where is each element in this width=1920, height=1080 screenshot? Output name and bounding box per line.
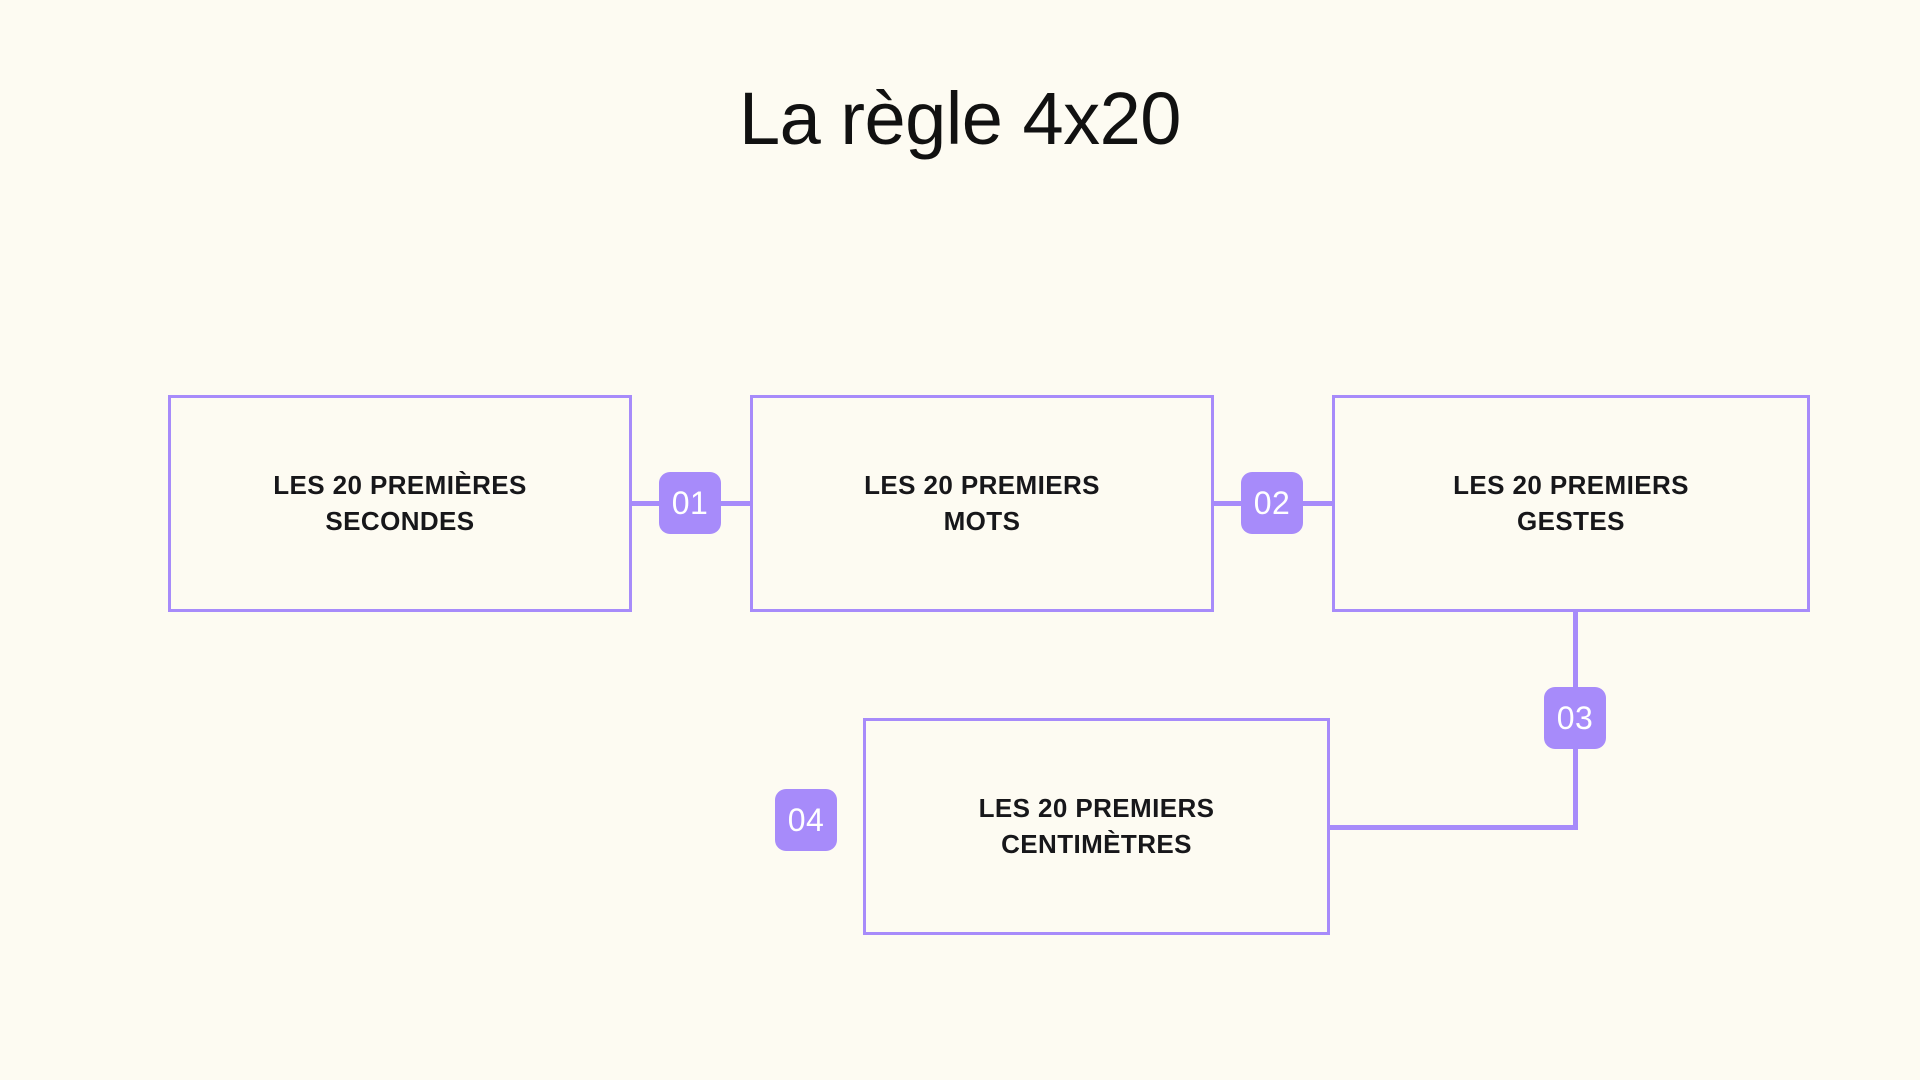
page-title: La règle 4x20: [739, 77, 1181, 160]
node-box-premiers-gestes[interactable]: LES 20 PREMIERS GESTES: [1332, 395, 1810, 612]
step-badge-01[interactable]: 01: [659, 472, 721, 534]
step-badge-03[interactable]: 03: [1544, 687, 1606, 749]
step-badge-04[interactable]: 04: [775, 789, 837, 851]
node-label: LES 20 PREMIERS MOTS: [864, 469, 1100, 536]
node-box-premieres-secondes[interactable]: LES 20 PREMIÈRES SECONDES: [168, 395, 632, 612]
node-box-premiers-centimetres[interactable]: LES 20 PREMIERS CENTIMÈTRES: [863, 718, 1330, 935]
step-badge-02[interactable]: 02: [1241, 472, 1303, 534]
node-label: LES 20 PREMIERS GESTES: [1453, 469, 1689, 536]
node-label: LES 20 PREMIÈRES SECONDES: [273, 469, 527, 536]
node-box-premiers-mots[interactable]: LES 20 PREMIERS MOTS: [750, 395, 1214, 612]
connector-line-03-horizontal: [1330, 825, 1578, 830]
node-label: LES 20 PREMIERS CENTIMÈTRES: [978, 792, 1215, 859]
